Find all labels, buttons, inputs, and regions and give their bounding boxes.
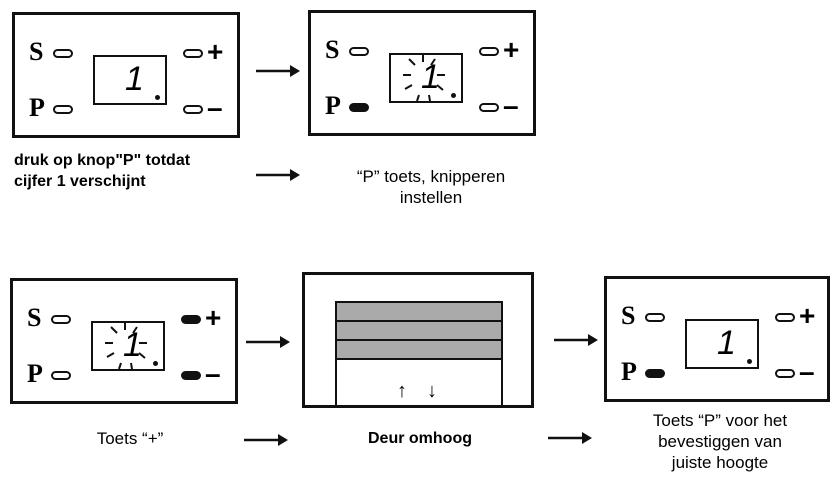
minus-button[interactable]: [479, 103, 499, 112]
caption-step1: druk op knop"P" totdat cijfer 1 verschij…: [14, 152, 191, 190]
control-panel-step3: S P 1 + –: [10, 278, 238, 404]
arrow-right-icon: [554, 334, 598, 346]
display-dot: [153, 361, 158, 366]
control-panel-step1: S P 1 + –: [12, 12, 240, 138]
caption-step4: Deur omhoog: [368, 430, 472, 447]
s-label: S: [27, 303, 42, 332]
down-arrow-icon: ↓: [427, 380, 437, 402]
display: 1: [93, 55, 167, 105]
s-label: S: [29, 37, 44, 66]
garage-door-panel: ↑ ↓: [302, 272, 534, 408]
display-digit: 1: [125, 60, 144, 98]
plus-label: +: [205, 302, 222, 333]
arrow-right-icon: [246, 336, 290, 348]
control-panel-step5: S P 1 + –: [604, 276, 830, 402]
p-label: P: [325, 91, 341, 120]
door-slat: [337, 341, 501, 360]
s-button[interactable]: [349, 47, 369, 56]
minus-button[interactable]: [775, 369, 795, 378]
arrow-right-icon: [256, 65, 300, 77]
plus-label: +: [503, 34, 520, 65]
display-blinking: 1: [389, 53, 463, 103]
plus-button[interactable]: [183, 49, 203, 58]
minus-label: –: [799, 356, 815, 387]
minus-button[interactable]: [183, 105, 203, 114]
blink-rays-icon: [403, 55, 445, 102]
minus-button-pressed[interactable]: [181, 371, 201, 380]
display-digit: 1: [717, 324, 736, 362]
s-label: S: [621, 301, 636, 330]
blink-rays-icon: [105, 323, 147, 370]
display: 1: [685, 319, 759, 369]
display-dot: [155, 95, 160, 100]
control-panel-step2: S P 1 + –: [308, 10, 536, 136]
display-blinking: 1: [91, 321, 165, 371]
p-label: P: [29, 93, 45, 122]
display-dot: [747, 359, 752, 364]
s-label: S: [325, 35, 340, 64]
display-dot: [451, 93, 456, 98]
plus-button[interactable]: [479, 47, 499, 56]
plus-label: +: [799, 300, 816, 331]
display-digit: 1: [421, 58, 440, 96]
s-button[interactable]: [645, 313, 665, 322]
p-button[interactable]: [51, 371, 71, 380]
plus-label: +: [207, 36, 224, 67]
caption-step3: Toets “+”: [96, 429, 164, 448]
door-slat: [337, 322, 501, 341]
display-digit: 1: [123, 326, 142, 364]
p-label: P: [621, 357, 637, 386]
up-arrow-icon: ↑: [397, 380, 407, 402]
p-button-pressed[interactable]: [349, 103, 369, 112]
p-label: P: [27, 359, 43, 388]
plus-button-pressed[interactable]: [181, 315, 201, 324]
caption-step2: “P” toets, knipperen instellen: [356, 167, 506, 207]
minus-label: –: [205, 358, 221, 389]
arrow-right-icon: [548, 432, 592, 444]
s-button[interactable]: [53, 49, 73, 58]
door-slat: [337, 303, 501, 322]
p-button-pressed[interactable]: [645, 369, 665, 378]
minus-label: –: [503, 90, 519, 121]
caption-step5: Toets “P” voor het bevestiggen van juist…: [652, 411, 788, 472]
plus-button[interactable]: [775, 313, 795, 322]
s-button[interactable]: [51, 315, 71, 324]
arrow-right-icon: [256, 169, 300, 181]
p-button[interactable]: [53, 105, 73, 114]
door-frame: [335, 301, 503, 407]
arrow-right-icon: [244, 434, 288, 446]
minus-label: –: [207, 92, 223, 123]
